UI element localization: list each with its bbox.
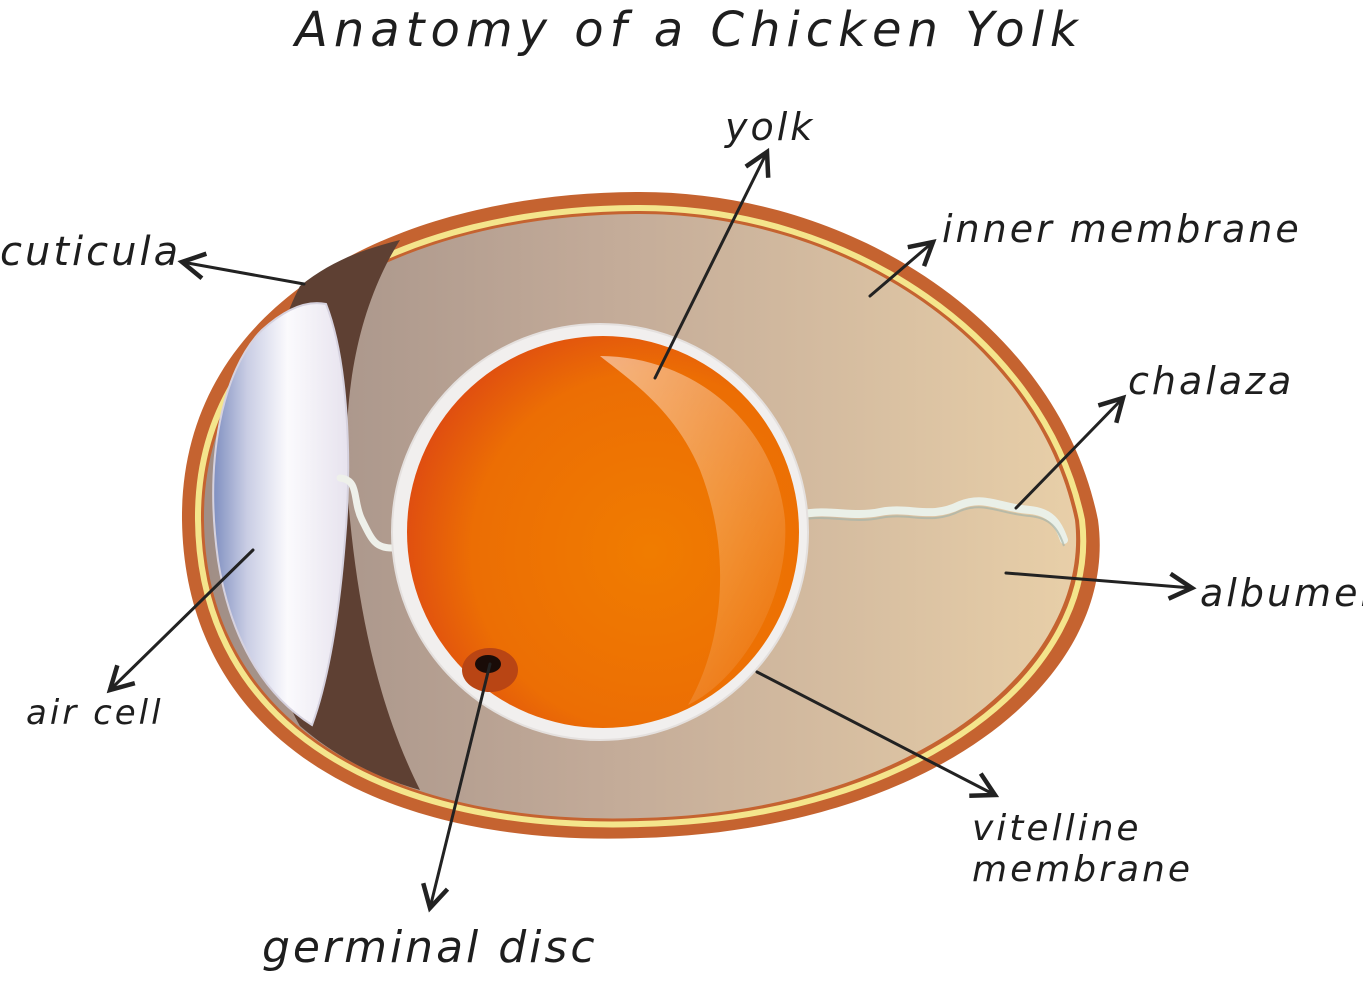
label-chalaza: chalaza <box>1128 359 1295 403</box>
page-title: Anatomy of a Chicken Yolk <box>295 2 1084 58</box>
arrow-germinal-disc <box>421 662 492 913</box>
arrow-yolk <box>653 147 771 380</box>
label-cuticula: cuticula <box>0 229 182 275</box>
yolk-highlight <box>600 356 786 705</box>
arrow-inner-membrane <box>868 238 937 298</box>
chalaza-left <box>336 474 396 552</box>
arrows <box>106 147 1197 913</box>
arrow-air-cell <box>106 548 255 694</box>
arrow-albumen <box>1004 571 1197 601</box>
label-germinal-disc: germinal disc <box>262 922 598 973</box>
label-air-cell: air cell <box>26 693 164 733</box>
arrow-vitelline <box>755 670 1000 799</box>
arrow-chalaza <box>1014 394 1127 510</box>
label-vitelline-line1: vitelline <box>972 808 1142 849</box>
chalaza-right <box>794 497 1068 544</box>
label-vitelline-line2: membrane <box>972 849 1193 891</box>
label-vitelline-membrane: vitelline membrane <box>972 808 1193 891</box>
label-albumen: albumen <box>1200 571 1363 615</box>
label-inner-membrane: inner membrane <box>942 207 1302 251</box>
label-yolk: yolk <box>725 105 816 149</box>
arrow-cuticula <box>177 251 306 286</box>
